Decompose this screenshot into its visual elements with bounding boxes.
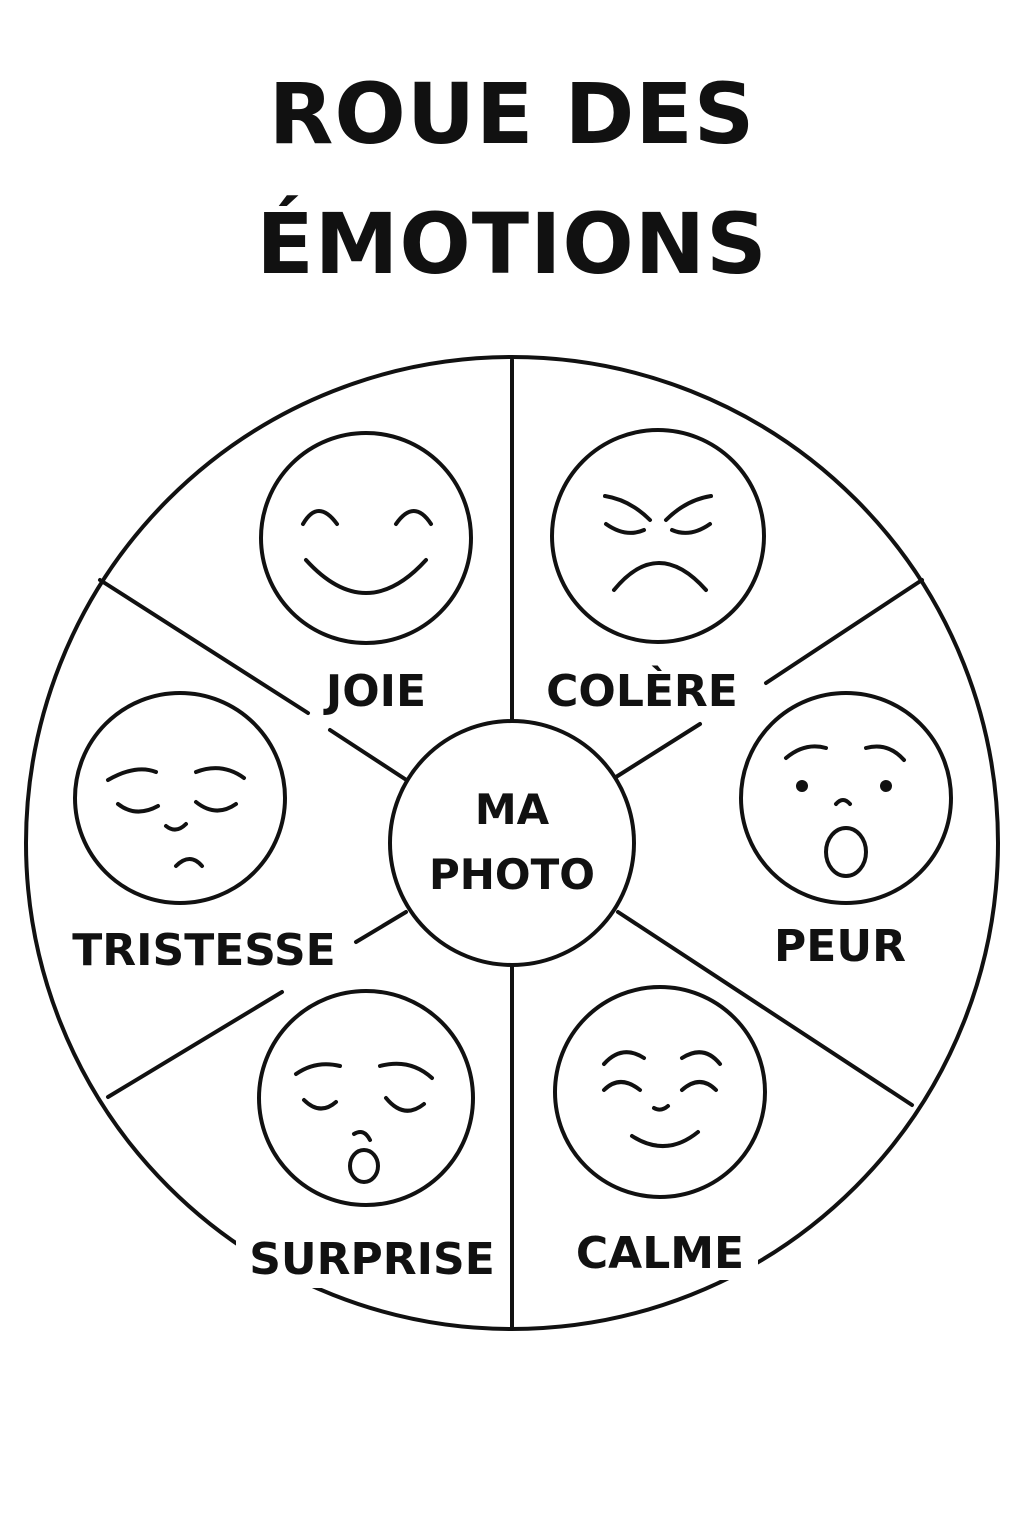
page-title-line-2: ÉMOTIONS — [256, 195, 768, 293]
scared-face-icon — [739, 691, 953, 905]
wheel-dividers — [98, 358, 924, 1329]
emotion-label-colere: COLÈRE — [546, 664, 738, 717]
center-label-line-1: MA — [475, 785, 550, 834]
emotion-label-calme: CALME — [576, 1228, 744, 1279]
angry-face-icon — [550, 428, 766, 644]
happy-face-icon — [259, 431, 473, 645]
emotion-label-peur: PEUR — [774, 921, 906, 972]
center-photo-circle[interactable] — [388, 719, 636, 967]
sad-face-icon — [73, 691, 287, 905]
calm-face-icon — [553, 985, 767, 1199]
emotion-label-tristesse: TRISTESSE — [72, 925, 335, 976]
emotion-label-joie: JOIE — [323, 666, 426, 717]
surprised-face-icon — [257, 989, 475, 1207]
page-title-line-1: ROUE DES — [268, 65, 756, 163]
center-label-line-2: PHOTO — [429, 850, 595, 899]
emotion-label-surprise: SURPRISE — [249, 1234, 495, 1285]
